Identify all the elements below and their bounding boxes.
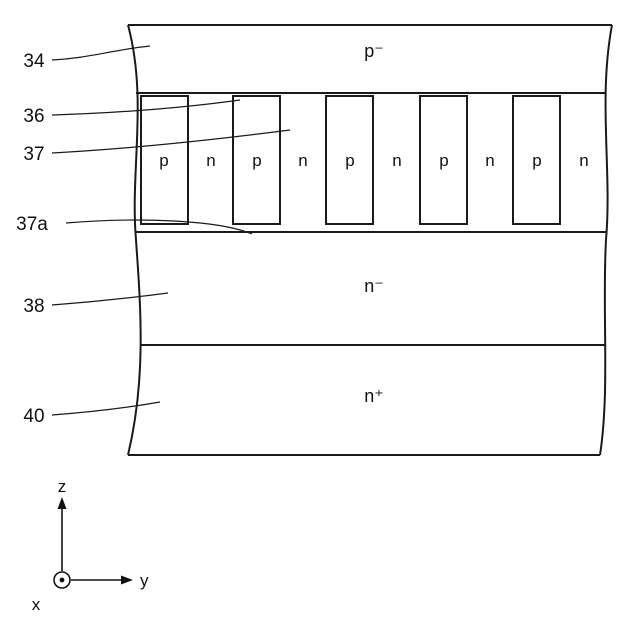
leader-line-37 <box>51 129 291 154</box>
ref-label-36: 36 <box>23 106 44 127</box>
leader-line-36 <box>51 99 241 116</box>
layer-label-n-minus: n⁻ <box>364 276 384 296</box>
leader-line-34 <box>51 45 151 61</box>
ref-label-37: 37 <box>23 144 44 165</box>
coordinate-axes: z y x <box>32 477 149 614</box>
ref-label-34: 34 <box>23 51 45 72</box>
column-label: n <box>485 151 494 170</box>
layer-label-n-plus: n⁺ <box>364 386 384 406</box>
y-axis-arrowhead <box>121 575 133 585</box>
p-pillar <box>140 95 189 225</box>
p-pillar <box>419 95 468 225</box>
ref-label-38: 38 <box>23 296 44 317</box>
x-axis-label: x <box>32 595 41 614</box>
ref-label-40: 40 <box>23 406 44 427</box>
leader-line-40 <box>51 401 161 416</box>
column-label: n <box>579 151 588 170</box>
leader-line-37a <box>65 219 253 235</box>
column-label: p <box>439 151 448 170</box>
ref-label-37a: 37a <box>16 214 48 235</box>
column-label: p <box>252 151 261 170</box>
x-axis-dot <box>59 577 65 583</box>
z-axis-label: z <box>58 477 67 496</box>
device-left-edge <box>127 24 142 456</box>
column-label: n <box>392 151 401 170</box>
column-label: p <box>159 151 168 170</box>
device-right-edge <box>599 24 613 456</box>
z-axis-arrowhead <box>57 497 67 509</box>
y-axis-label: y <box>140 571 149 590</box>
p-pillar <box>512 95 561 225</box>
column-label: n <box>298 151 307 170</box>
column-label: p <box>532 151 541 170</box>
column-label: n <box>206 151 215 170</box>
leader-line-38 <box>51 292 169 306</box>
p-pillar <box>232 95 281 225</box>
p-pillar <box>325 95 374 225</box>
column-label: p <box>345 151 354 170</box>
layer-label-p-minus: p⁻ <box>364 41 384 61</box>
